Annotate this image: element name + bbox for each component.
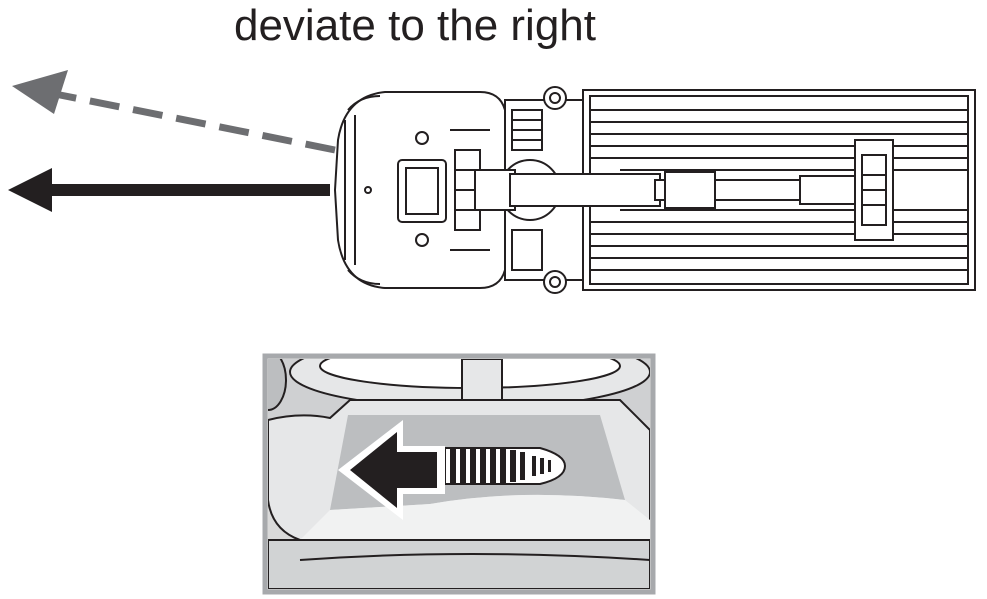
deviation-caption: deviate to the right: [233, 1, 596, 50]
push-left-arrow-icon: [338, 420, 445, 520]
truck-top-view: [333, 86, 976, 294]
joystick-roller: [437, 447, 567, 485]
crane-boom: [474, 139, 894, 241]
truck-cab: [333, 91, 506, 289]
intended-direction-arrow-icon: [8, 168, 330, 212]
deviated-direction-arrow-icon: [12, 70, 336, 154]
joystick-inset: [262, 353, 656, 595]
